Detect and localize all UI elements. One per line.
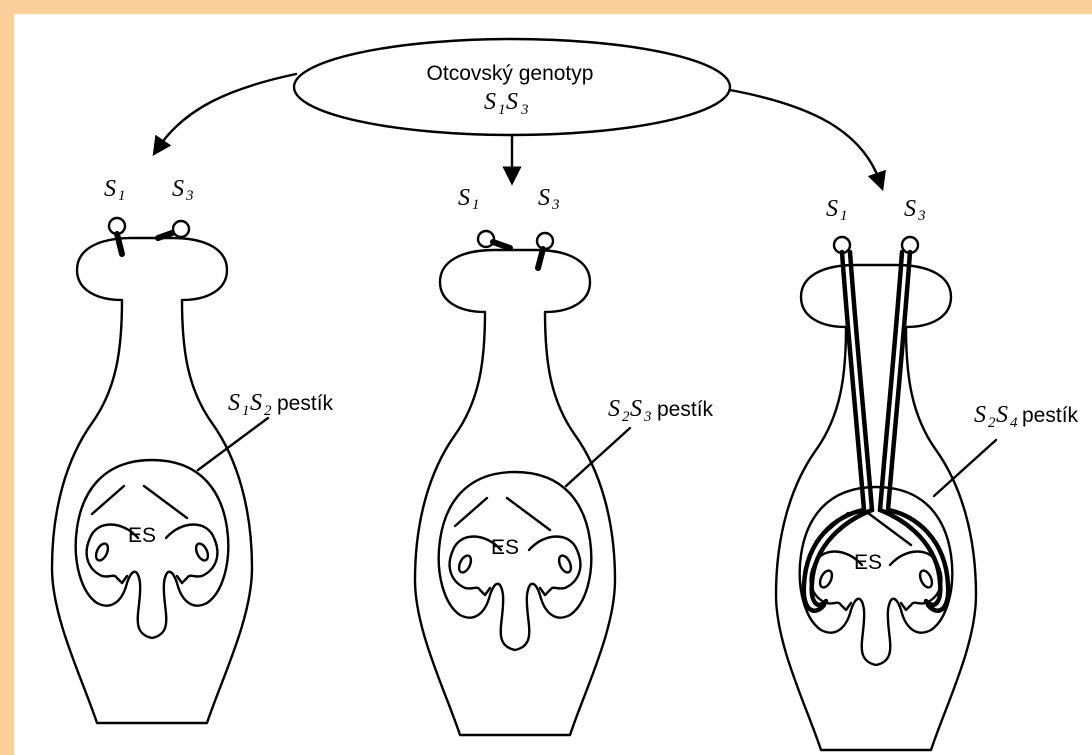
- pistil-3-sub-b: 4: [1010, 415, 1018, 431]
- pistil-3-outline: [776, 265, 976, 750]
- pistil-1-sub-a: 1: [242, 403, 250, 419]
- pollen-1-symbol-a: S: [104, 176, 116, 202]
- pollen-3-sub-a: 1: [840, 208, 848, 224]
- pistil-2-sub-a: 2: [622, 409, 630, 425]
- pistil-3-es-label: ES: [854, 551, 882, 574]
- genotype-ellipse: [294, 39, 730, 135]
- pistil-2-symbol-a: S: [608, 396, 620, 422]
- pistil-2: S 1 S 3 ES S 2 S 3 pestík: [415, 185, 714, 735]
- pistil-2-outline: [415, 250, 615, 735]
- pistil-1-outline: [52, 238, 252, 723]
- pollen-s1-tube: [493, 242, 510, 248]
- pistil-3: S 1 S 3 ES S 2 S 4 pestík: [776, 196, 1079, 750]
- diagram-canvas: Otcovský genotyp S 1 S 3 S 1 S 3 ES S 1 …: [14, 14, 1092, 755]
- pistil-2-sub-b: 3: [643, 409, 652, 425]
- pollen-3-symbol-a: S: [826, 196, 838, 222]
- pollen-3-sub-b: 3: [917, 208, 926, 224]
- arrow-left: [158, 74, 296, 148]
- pollen-2-symbol-b: S: [538, 185, 550, 211]
- pistil-1-symbol-a: S: [228, 390, 240, 416]
- figure-frame: Otcovský genotyp S 1 S 3 S 1 S 3 ES S 1 …: [14, 14, 1092, 755]
- pistil-3-leader: [934, 440, 996, 496]
- pollen-s3-icon: [173, 221, 189, 237]
- genotype-symbol-a: S: [484, 89, 496, 115]
- pollen-s1-tube: [117, 234, 122, 254]
- pistil-2-word: pestík: [657, 398, 714, 421]
- genotype-sub-a: 1: [498, 102, 506, 118]
- pistil-3-word: pestík: [1022, 404, 1079, 427]
- pollen-2-sub-a: 1: [472, 197, 480, 213]
- paternal-genotype: Otcovský genotyp S 1 S 3: [294, 39, 730, 135]
- pistil-3-sub-a: 2: [988, 415, 996, 431]
- pistil-3-symbol-a: S: [974, 402, 986, 428]
- pollen-1-symbol-b: S: [172, 176, 184, 202]
- pistil-2-es-label: ES: [491, 536, 519, 559]
- pistil-3-symbol-b: S: [996, 402, 1008, 428]
- genotype-title: Otcovský genotyp: [427, 62, 594, 85]
- arrow-right: [730, 90, 880, 182]
- pollen-2-symbol-a: S: [458, 185, 470, 211]
- pollen-2-sub-b: 3: [551, 197, 560, 213]
- pollen-1-sub-b: 3: [185, 188, 194, 204]
- pollen-s3-icon: [537, 233, 553, 249]
- pistil-2-symbol-b: S: [630, 396, 642, 422]
- pistil-1-word: pestík: [277, 392, 334, 415]
- pistil-1-sub-b: 2: [264, 403, 272, 419]
- pistil-1-es-label: ES: [128, 524, 156, 547]
- genotype-sub-b: 3: [520, 102, 529, 118]
- pollen-1-sub-a: 1: [118, 188, 126, 204]
- pollen-s3-tube: [538, 249, 543, 268]
- pollen-3-symbol-b: S: [904, 196, 916, 222]
- pistil-1-symbol-b: S: [250, 390, 262, 416]
- genotype-symbol-b: S: [506, 89, 518, 115]
- pistil-1: S 1 S 3 ES S 1 S 2 pestík: [52, 176, 334, 723]
